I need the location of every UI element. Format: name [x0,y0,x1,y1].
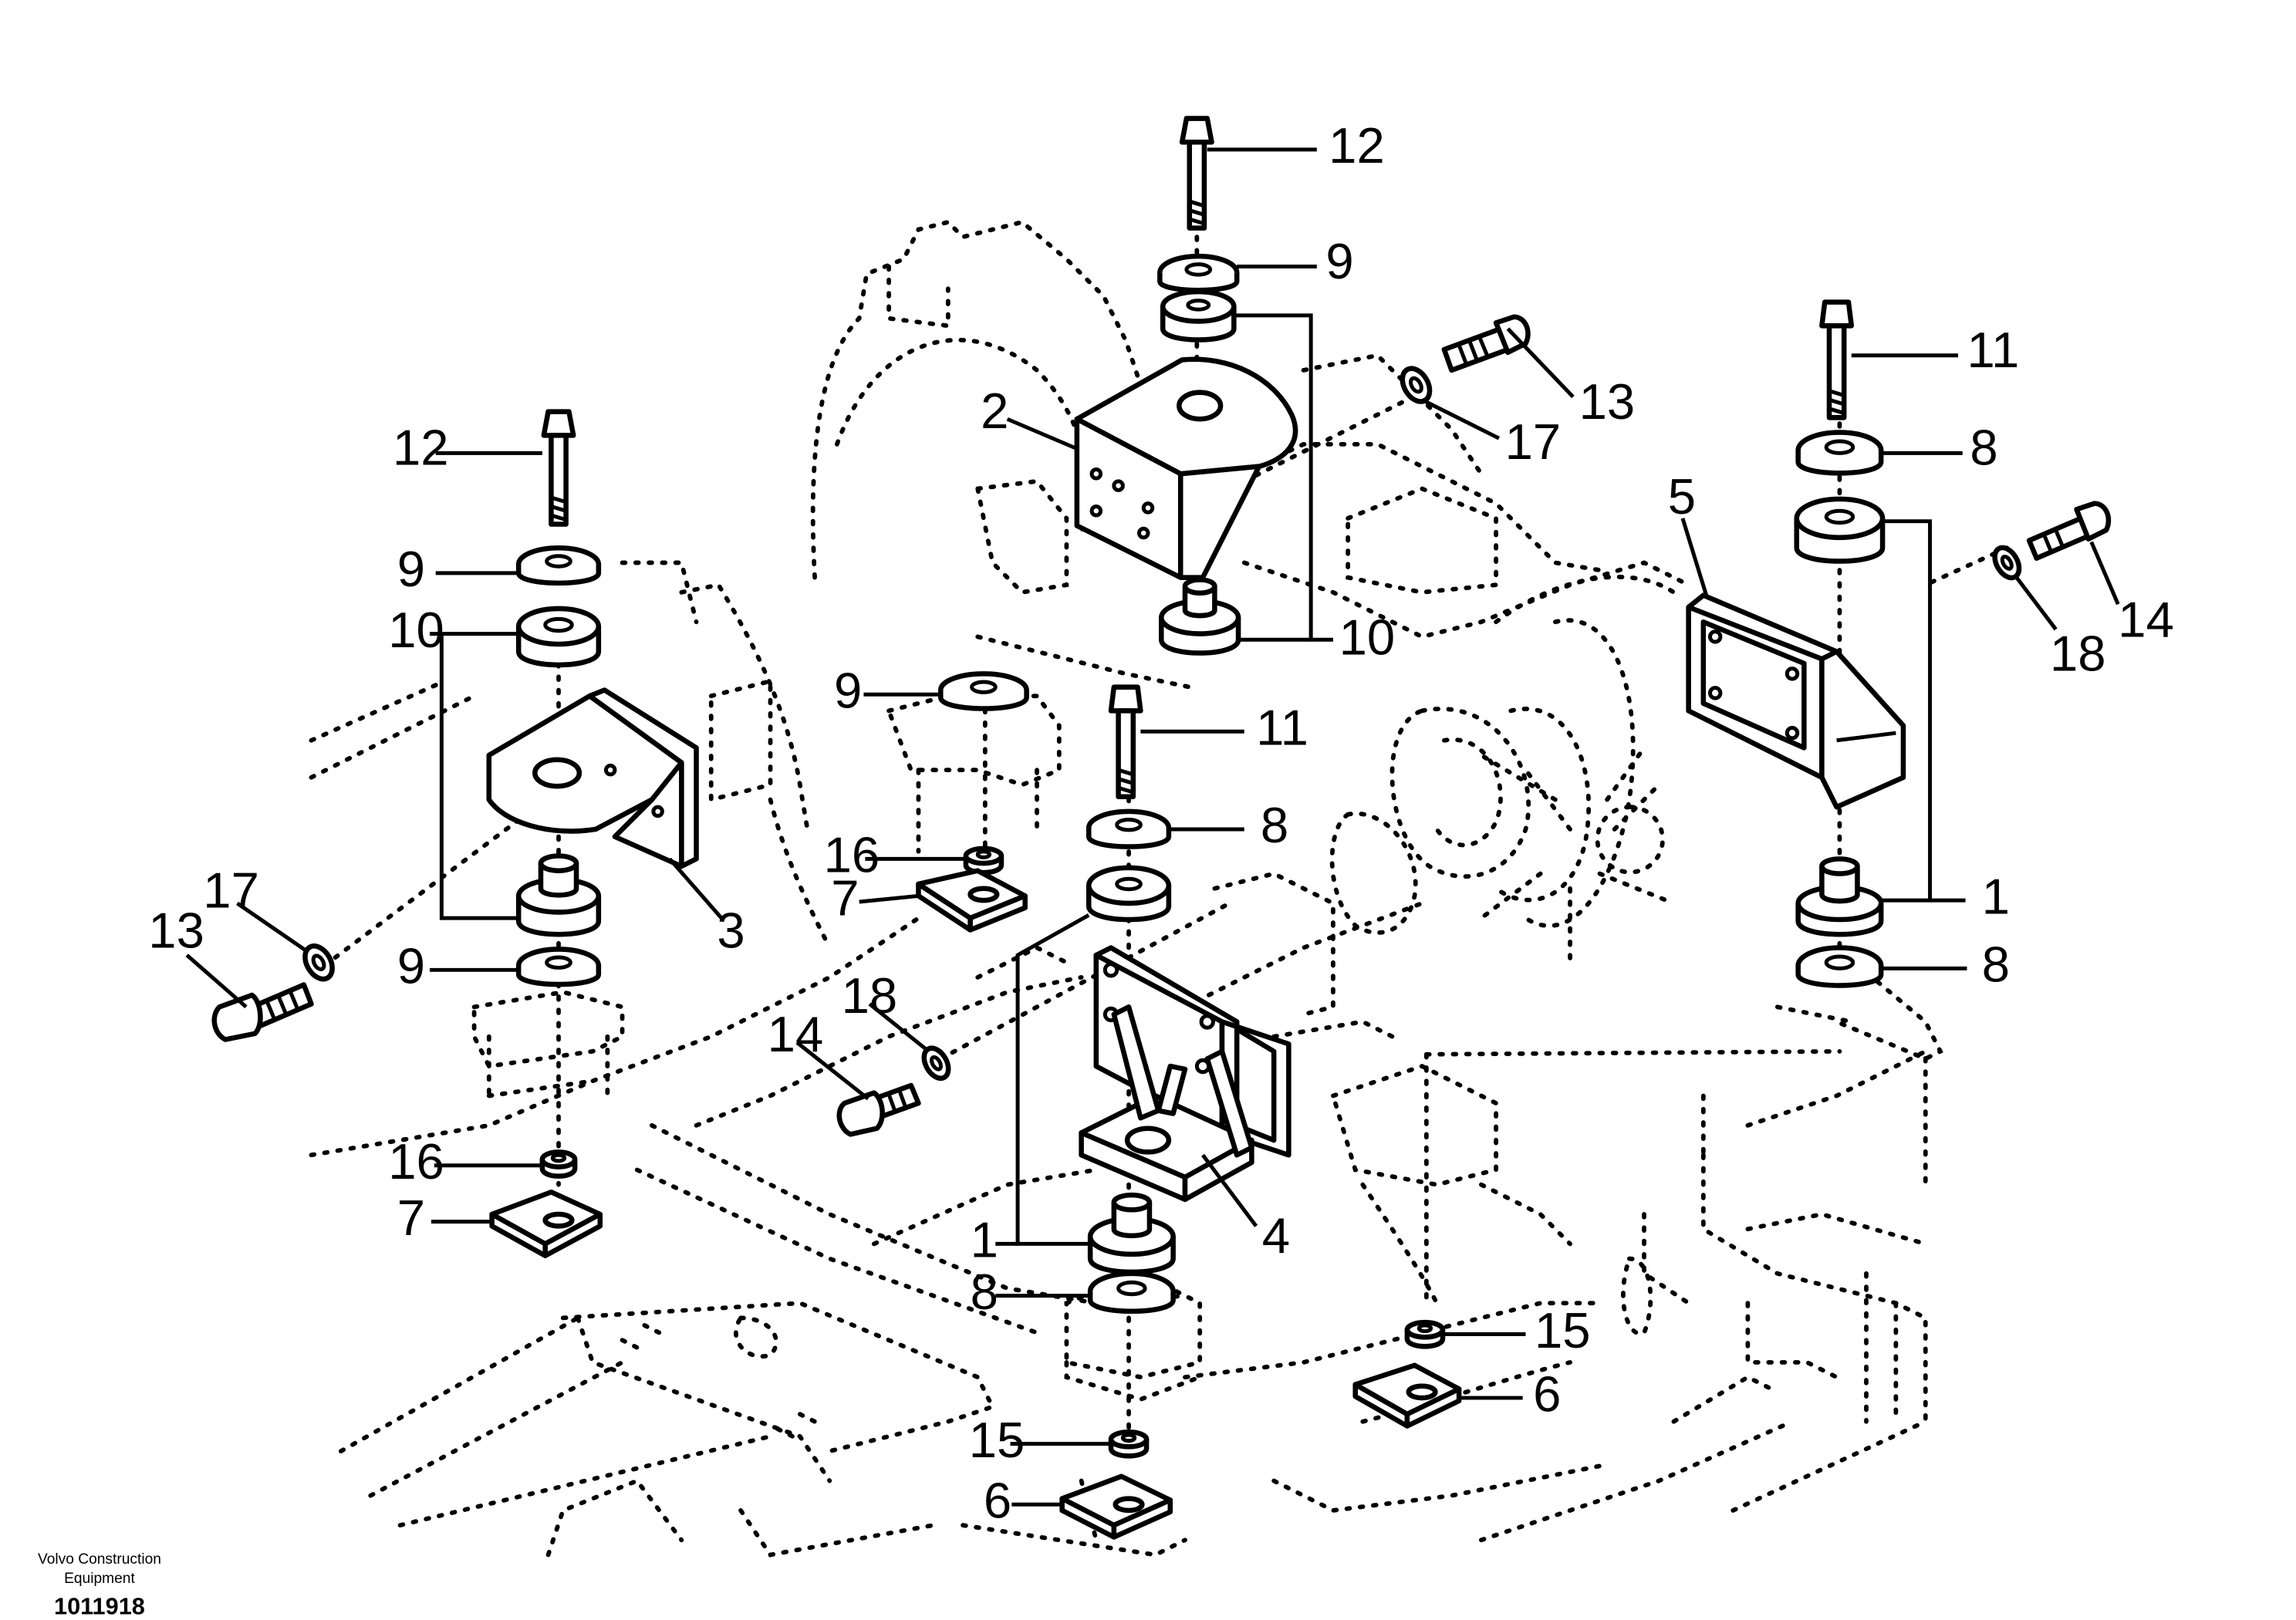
callout-18-center: 18 [842,967,898,1024]
washer-18-center [921,1045,951,1081]
nut-16-left [539,1149,578,1179]
bolt-11-right [1819,299,1855,420]
callout-16-center: 16 [824,827,880,883]
callout-8-center-bot: 8 [971,1264,998,1320]
washer-18-right [1992,545,2022,581]
plate-7-left [489,1189,603,1259]
callout-12-top: 12 [1329,117,1385,174]
cushion-10-left [515,606,602,668]
callout-13-top: 13 [1579,373,1636,430]
bracket-2 [1074,356,1298,580]
callout-12-left: 12 [393,420,449,476]
cushion-10-left-lower [515,853,602,937]
engine-frame-outline [309,219,1943,1558]
callout-1-right: 1 [1982,868,2010,924]
washer-9-left-bot [515,947,602,987]
callout-17-top: 17 [1505,413,1562,470]
bolt-13-left [211,982,314,1042]
bolt-12-top [1179,116,1214,231]
callout-9-center: 9 [834,663,862,719]
callout-11-center: 11 [1256,700,1308,756]
callout-14-right: 14 [2118,591,2174,647]
cushion-center-upper [1086,865,1172,923]
washer-8-right-top [1795,430,1884,476]
bolt-14-right [2026,501,2112,561]
callout-9-left-bot: 9 [397,938,425,994]
plate-6-bottom [1059,1473,1173,1540]
callout-4: 4 [1262,1207,1290,1264]
callout-2: 2 [981,383,1008,439]
callout-6-bottom: 6 [984,1473,1011,1529]
callout-6-right: 6 [1533,1365,1561,1422]
callout-16-left: 16 [388,1133,444,1190]
cushion-1-right [1795,856,1884,937]
washer-9-center [937,671,1029,711]
washer-8-right-bot [1795,945,1884,988]
washer-9-top [1157,253,1240,293]
brand-line-2: Equipment [64,1571,135,1587]
callout-9-left-top: 9 [397,541,425,597]
bolt-12-left [541,409,576,527]
callout-8-center-top: 8 [1261,797,1288,853]
cushion-1-center [1087,1192,1176,1275]
nut-16-center [963,845,1004,876]
cushion-right-upper [1794,496,1886,564]
washer-17-left [302,943,335,982]
washer-17-top [1400,366,1433,404]
plate-6-right [1352,1362,1462,1429]
callout-10-mid: 10 [1339,609,1396,665]
callout-8-right-bot: 8 [1982,937,2010,993]
callout-1-center: 1 [971,1212,998,1268]
callout-18-right: 18 [2050,626,2106,682]
callout-11-right: 11 [1967,322,2020,378]
bolt-11-center [1108,684,1143,799]
plate-7-center [916,868,1028,933]
footer: Volvo Construction Equipment 1011918 [38,1551,161,1619]
washer-8-center-top [1086,808,1172,849]
brand-line-1: Volvo Construction [38,1551,161,1568]
callout-5: 5 [1668,468,1696,525]
callout-labels: 12 9 13 17 2 10 11 8 5 18 14 1 8 12 9 10… [148,117,2174,1528]
drawing-number: 1011918 [54,1592,145,1619]
bolt-14-center [836,1082,921,1137]
washer-9-left-top [515,545,602,586]
nut-15-right [1404,1319,1446,1349]
callout-10-left: 10 [388,602,444,658]
bolt-13-top [1441,314,1531,373]
callout-14-center: 14 [768,1006,824,1062]
callout-8-right-top: 8 [1970,420,1997,476]
leader-lines [185,147,2120,1507]
cushion-10-top-lower [1159,577,1241,656]
bracket-4 [1079,945,1292,1203]
callout-7-center: 7 [831,869,859,926]
callout-15-bottom: 15 [969,1412,1025,1468]
nut-15-bottom [1108,1429,1150,1459]
callout-13-left: 13 [148,903,204,959]
bracket-3 [486,687,699,869]
washer-8-center-bot [1087,1271,1176,1314]
callout-7-left: 7 [397,1190,425,1246]
callout-9-top: 9 [1325,233,1353,289]
callout-17-left: 17 [203,862,259,919]
bracket-5 [1686,592,1906,810]
callout-15-right: 15 [1535,1302,1591,1358]
cushion-10-top [1160,289,1237,343]
callout-3: 3 [717,903,745,959]
